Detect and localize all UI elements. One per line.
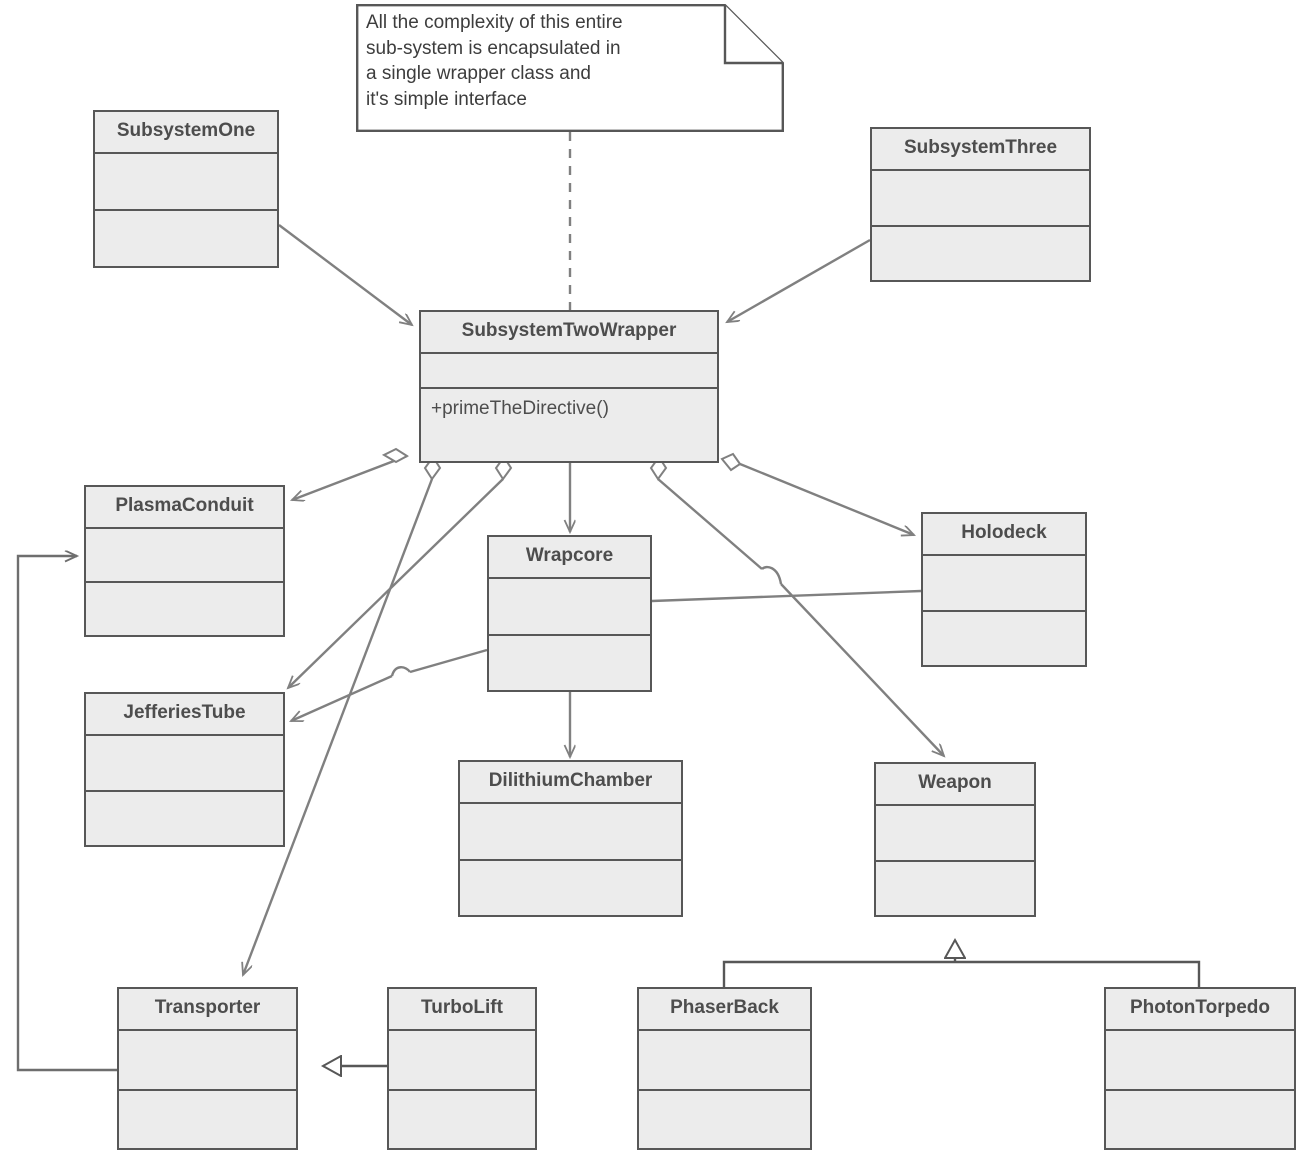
class-title: SubsystemTwoWrapper (421, 312, 717, 354)
class-attributes-compartment (872, 171, 1089, 227)
class-attributes-compartment (639, 1031, 810, 1091)
class-title: PhotonTorpedo (1106, 989, 1294, 1031)
class-box-turbo-lift[interactable]: TurboLift (387, 987, 537, 1150)
class-operations-compartment (876, 862, 1034, 916)
note-box: All the complexity of this entire sub-sy… (356, 4, 784, 132)
class-operations-compartment (872, 227, 1089, 281)
class-operations-compartment (95, 211, 277, 266)
class-title: JefferiesTube (86, 694, 283, 736)
edge-wrapcore-to-jefferiestube (291, 648, 488, 721)
class-box-holodeck[interactable]: Holodeck (921, 512, 1087, 667)
class-box-phaser-back[interactable]: PhaserBack (637, 987, 812, 1150)
note-shape (356, 4, 784, 132)
class-attributes-compartment (389, 1031, 535, 1091)
class-box-subsystem-two-wrapper[interactable]: SubsystemTwoWrapper +primeTheDirective() (419, 310, 719, 463)
class-title: DilithiumChamber (460, 762, 681, 804)
class-title: SubsystemThree (872, 129, 1089, 171)
class-box-weapon[interactable]: Weapon (874, 762, 1036, 917)
note-text: All the complexity of this entire sub-sy… (366, 12, 623, 110)
class-box-photon-torpedo[interactable]: PhotonTorpedo (1104, 987, 1296, 1150)
class-title: Holodeck (923, 514, 1085, 556)
edge-wrapper-to-jefferiestube (288, 455, 513, 688)
class-operations-compartment (489, 636, 650, 691)
class-attributes-compartment (1106, 1031, 1294, 1091)
class-title: Transporter (119, 989, 296, 1031)
edge-subsystemthree-to-wrapper (727, 238, 871, 322)
class-box-dilithium-chamber[interactable]: DilithiumChamber (458, 760, 683, 917)
class-attributes-compartment (86, 529, 283, 583)
class-operations-compartment (1106, 1091, 1294, 1149)
class-title: PhaserBack (639, 989, 810, 1031)
class-box-plasma-conduit[interactable]: PlasmaConduit (84, 485, 285, 637)
class-attributes-compartment (460, 804, 681, 861)
aggregation-diamond (720, 452, 742, 472)
class-box-subsystem-one[interactable]: SubsystemOne (93, 110, 279, 268)
class-operations-compartment (86, 792, 283, 846)
class-attributes-compartment (421, 354, 717, 389)
edge-wrapcore-to-holodeck (651, 589, 922, 603)
edge-wrapper-to-weapon (649, 455, 944, 756)
class-operations-compartment (86, 583, 283, 635)
class-operation-prime-the-directive: +primeTheDirective() (431, 397, 609, 419)
class-attributes-compartment (86, 736, 283, 792)
aggregation-diamond (381, 447, 409, 464)
class-box-wrapcore[interactable]: Wrapcore (487, 535, 652, 692)
class-attributes-compartment (119, 1031, 296, 1091)
class-title: PlasmaConduit (86, 487, 283, 529)
class-attributes-compartment (876, 806, 1034, 862)
class-title: Wrapcore (489, 537, 650, 579)
class-title: SubsystemOne (95, 112, 277, 154)
edge-wrapper-to-plasmaconduit (292, 447, 409, 500)
class-operations-compartment (639, 1091, 810, 1149)
class-attributes-compartment (489, 579, 650, 636)
edge-subsystemone-to-wrapper (278, 224, 412, 325)
class-operations-compartment (923, 612, 1085, 666)
class-box-jefferies-tube[interactable]: JefferiesTube (84, 692, 285, 847)
class-box-subsystem-three[interactable]: SubsystemThree (870, 127, 1091, 282)
edge-wrapper-to-holodeck (720, 452, 914, 535)
class-operations-compartment (460, 861, 681, 916)
class-attributes-compartment (923, 556, 1085, 612)
class-operations-compartment (119, 1091, 296, 1149)
class-title: Weapon (876, 764, 1034, 806)
edge-subclasses-to-weapon (722, 940, 1201, 987)
class-attributes-compartment (95, 154, 277, 211)
class-operations-compartment (389, 1091, 535, 1149)
class-box-transporter[interactable]: Transporter (117, 987, 298, 1150)
class-title: TurboLift (389, 989, 535, 1031)
